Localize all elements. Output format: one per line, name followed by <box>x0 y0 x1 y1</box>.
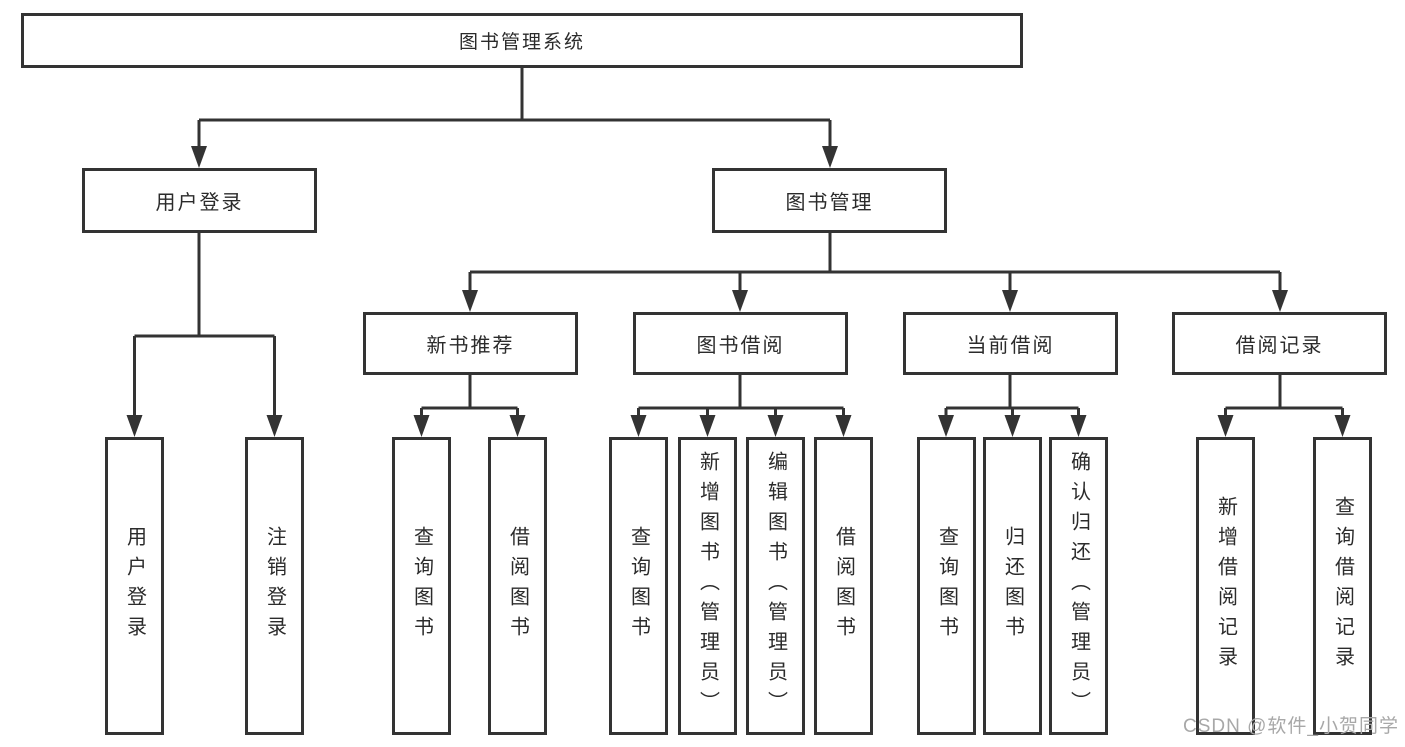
node-label: 查询图书 <box>410 526 433 646</box>
node-label: 图书管理 <box>785 192 874 214</box>
node-label: 查询图书 <box>627 526 650 646</box>
leaf-borrow-books-1: 借阅图书 <box>488 437 547 735</box>
node-label: 确认归还（管理员） <box>1067 451 1090 721</box>
node-label: 归还图书 <box>1001 526 1024 646</box>
node-book-borrowing: 图书借阅 <box>633 312 848 375</box>
node-label: 图书借阅 <box>696 335 785 357</box>
node-label: 查询借阅记录 <box>1331 496 1354 676</box>
leaf-query-books-1: 查询图书 <box>392 437 451 735</box>
leaf-edit-books-admin: 编辑图书（管理员） <box>746 437 805 735</box>
leaf-borrow-books-2: 借阅图书 <box>814 437 873 735</box>
leaf-query-borrow-record: 查询借阅记录 <box>1313 437 1372 735</box>
leaf-query-books-2: 查询图书 <box>609 437 668 735</box>
node-label: 新增图书（管理员） <box>696 451 719 721</box>
leaf-add-borrow-record: 新增借阅记录 <box>1196 437 1255 735</box>
node-label: 图书管理系统 <box>458 32 585 53</box>
leaf-add-books-admin: 新增图书（管理员） <box>678 437 737 735</box>
node-label: 用户登录 <box>155 192 244 214</box>
node-new-book-recommend: 新书推荐 <box>363 312 578 375</box>
node-label: 借阅记录 <box>1235 335 1324 357</box>
node-label: 用户登录 <box>123 526 146 646</box>
node-label: 借阅图书 <box>832 526 855 646</box>
leaf-user-login: 用户登录 <box>105 437 164 735</box>
node-label: 当前借阅 <box>966 335 1055 357</box>
node-label: 借阅图书 <box>506 526 529 646</box>
node-library-management-system: 图书管理系统 <box>21 13 1023 68</box>
leaf-query-books-3: 查询图书 <box>917 437 976 735</box>
node-user-login: 用户登录 <box>82 168 317 233</box>
node-borrowing-records: 借阅记录 <box>1172 312 1387 375</box>
node-label: 注销登录 <box>263 526 286 646</box>
node-label: 编辑图书（管理员） <box>764 451 787 721</box>
leaf-logout: 注销登录 <box>245 437 304 735</box>
node-label: 查询图书 <box>935 526 958 646</box>
leaf-confirm-return-admin: 确认归还（管理员） <box>1049 437 1108 735</box>
watermark: CSDN @软件_小贺同学 <box>1183 716 1399 737</box>
node-label: 新增借阅记录 <box>1214 496 1237 676</box>
node-book-management: 图书管理 <box>712 168 947 233</box>
node-label: 新书推荐 <box>426 335 515 357</box>
leaf-return-books: 归还图书 <box>983 437 1042 735</box>
node-current-borrowing: 当前借阅 <box>903 312 1118 375</box>
